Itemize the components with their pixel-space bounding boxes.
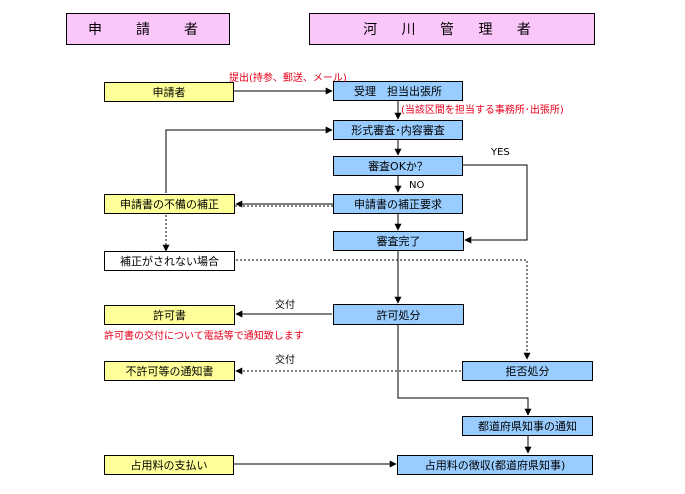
label-issue-notice: 交付 — [275, 355, 295, 366]
box-rejection-disposition: 拒否処分 — [462, 361, 593, 381]
arrow-not-corrected — [162, 205, 333, 252]
label-submission: 提出(持参、郵送、メール) — [229, 73, 347, 84]
box-deficiency-correction: 申請書の不備の補正 — [104, 194, 235, 214]
box-review-complete: 審査完了 — [333, 231, 464, 251]
box-review-ok: 審査OKか？ — [333, 156, 463, 176]
label-yes: YES — [491, 147, 510, 158]
header-river-manager: 河 川 管 理 者 — [309, 13, 595, 45]
header-applicant: 申 請 者 — [66, 13, 230, 45]
box-governor-notice: 都道府県知事の通知 — [462, 416, 593, 436]
arrow-not-corrected-reject — [236, 259, 531, 360]
arrow-correction-loop — [165, 126, 333, 193]
box-fee-payment: 占用料の支払い — [104, 455, 234, 475]
box-non-permit-notice: 不許可等の通知書 — [104, 361, 235, 381]
box-applicant: 申請者 — [104, 82, 234, 102]
label-jurisdiction: (当該区間を担当する事務所･出張所) — [401, 105, 564, 116]
box-fee-collection: 占用料の徴収(都道府県知事) — [397, 455, 593, 475]
box-correction-request: 申請書の補正要求 — [333, 194, 463, 214]
box-receipt: 受理 担当出張所 — [333, 81, 463, 101]
arrow-permit-governor — [397, 325, 532, 416]
box-not-corrected: 補正がされない場合 — [104, 251, 235, 271]
arrow-yes — [463, 164, 528, 244]
label-permit-note: 許可書の交付について電話等で通知致します — [104, 331, 304, 342]
box-formal-review: 形式審査･内容審査 — [333, 120, 463, 140]
label-issue-permit: 交付 — [275, 300, 295, 311]
label-no: NO — [409, 180, 425, 191]
box-permit-disposition: 許可処分 — [333, 304, 464, 325]
box-permit: 許可書 — [104, 305, 235, 325]
